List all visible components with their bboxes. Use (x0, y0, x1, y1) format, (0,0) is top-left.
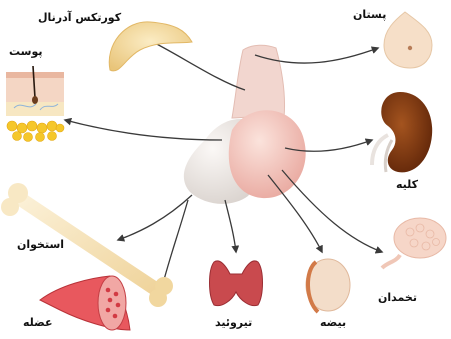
arrow-bone (118, 195, 192, 240)
label-skin: پوست (9, 45, 43, 58)
label-ovary: تخمدان (378, 291, 417, 304)
arrow-thyroid (225, 200, 236, 252)
label-testis: بیضه (320, 316, 346, 329)
thyroid-organ (210, 261, 263, 306)
skin-organ (6, 66, 64, 142)
ovary-organ (382, 218, 446, 268)
label-adrenal-cortex: کورتکس آدرنال (38, 11, 121, 24)
label-bone: استخوان (17, 238, 64, 251)
adrenal-cortex-organ (109, 22, 192, 71)
testis-organ (306, 259, 350, 312)
breast-organ (384, 12, 432, 68)
arrow-ovary (282, 170, 382, 252)
muscle-organ (40, 276, 130, 330)
arrow-skin (65, 120, 222, 140)
label-kidney: کلیه (396, 178, 418, 191)
kidney-organ (372, 92, 432, 172)
arrow-adrenal (145, 38, 245, 90)
label-breast: پستان (353, 8, 386, 21)
label-thyroid: تیروئید (215, 316, 252, 329)
label-muscle: عضله (23, 316, 53, 329)
